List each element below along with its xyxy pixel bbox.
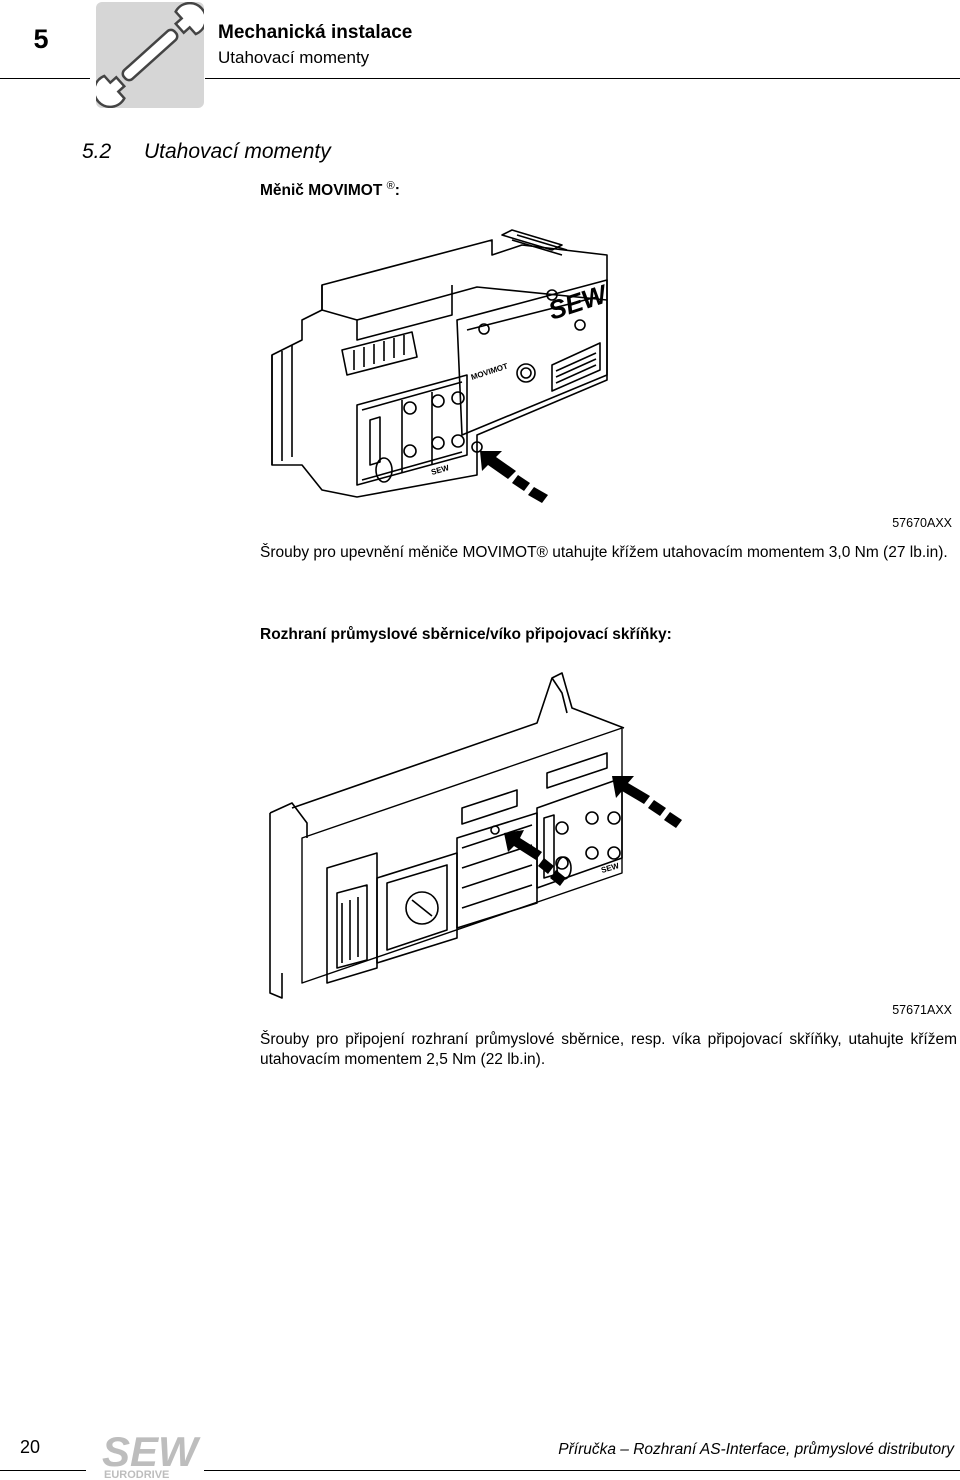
section-number: 5.2 [82,140,112,163]
page-number: 20 [20,1437,41,1457]
footer-rule-left [0,1470,86,1471]
figure-id-1: 57670AXX [892,516,952,530]
header-subtitle: Utahovací momenty [218,48,370,67]
figure-brand-logo: SEW [545,278,613,326]
movimot-figure: SEW MOVIMOT SEW [271,229,613,503]
chapter-icon-box [92,1,208,109]
wrench-icon [92,1,208,109]
figure2-plate-label: SEW [600,861,620,875]
figure-id-2: 57671AXX [892,1003,952,1017]
footer-text: Příručka – Rozhraní AS-Interface, průmys… [558,1441,954,1458]
footer-rule-right [204,1470,960,1471]
paragraph-fieldbus: Šrouby pro připojení rozhraní průmyslové… [260,1031,957,1068]
figure-product-label: MOVIMOT [470,361,509,381]
movimot-label-colon: : [394,182,400,200]
paragraph-movimot: Šrouby pro upevnění měniče MOVIMOT® utah… [260,544,948,561]
fieldbus-label: Rozhraní průmyslové sběrnice/víko připoj… [260,626,672,643]
section-title-text: Utahovací momenty [144,140,331,163]
section-title: 5.2 Utahovací momenty [82,140,331,164]
chapter-number: 5 [33,24,49,54]
logo-bottom-text: EURODRIVE [104,1469,169,1480]
tightening-arrow-right-icon [612,776,682,828]
logo-top-text: SEW [102,1428,201,1475]
sew-eurodrive-logo: SEW EURODRIVE [102,1428,201,1480]
fieldbus-figure: SEW [269,672,682,999]
header-rule-left [0,78,90,79]
tightening-arrow-icon [480,451,548,503]
movimot-label: Měnič MOVIMOT ®: [260,180,400,200]
registered-mark: ® [386,180,395,192]
header-rule-right [205,78,960,79]
movimot-label-text: Měnič MOVIMOT [260,182,383,200]
tightening-arrow-left-icon [504,830,566,886]
header-title: Mechanická instalace [218,22,413,43]
figure-plate-label: SEW [430,463,450,477]
